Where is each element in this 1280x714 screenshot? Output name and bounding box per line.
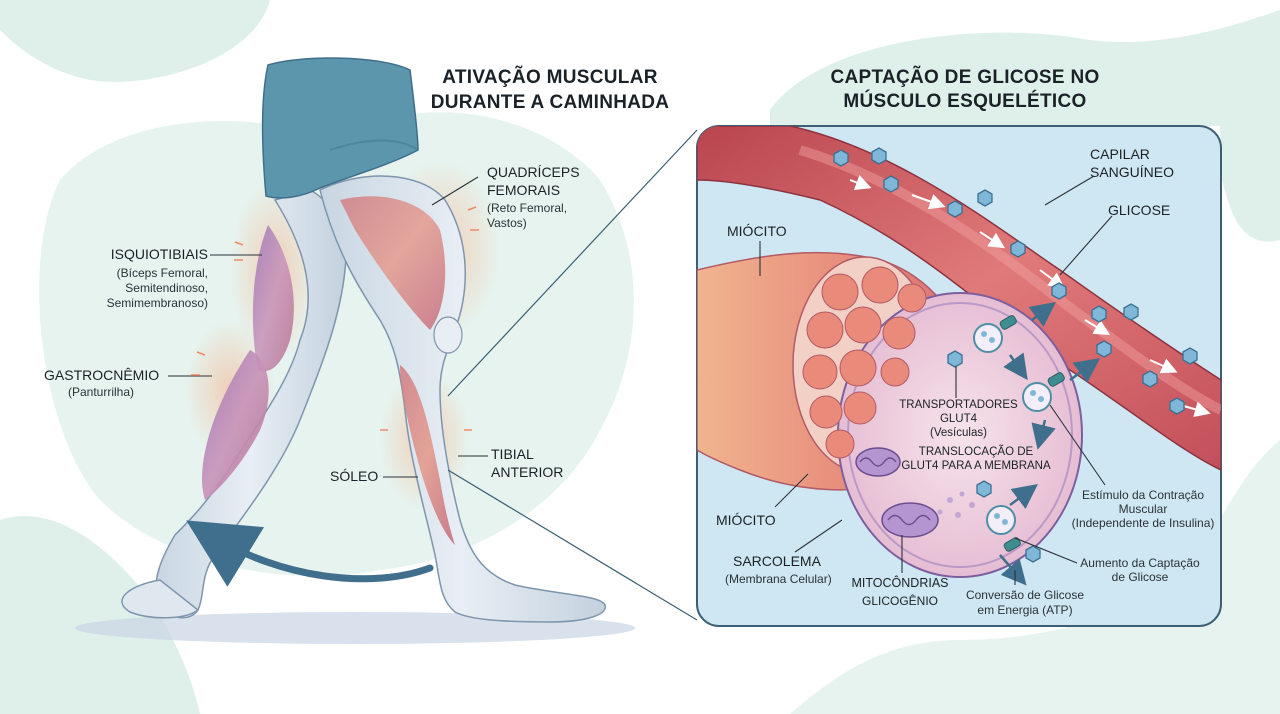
sarcolemma-label: SARCOLEMA [733,553,821,569]
glut4-label-line2: GLUT4 [939,413,978,425]
zoom-connector-lines [447,129,698,621]
conversion-label-line2: em Energia (ATP) [977,603,1073,617]
stimulus-label-line2: Muscular [1118,502,1168,516]
hamstrings-sub-line3: Semimembranoso) [106,296,208,310]
left-title-line2: DURANTE A CAMINHADA [430,92,670,113]
hamstrings-label: ISQUIOTIBIAIS [110,246,208,262]
shorts [261,57,419,199]
right-leader-lines [759,175,1113,585]
detail-panel [696,125,1222,627]
quadriceps-sub-line1: (Reto Femoral, [487,201,568,215]
left-leader-lines [168,176,488,478]
quadriceps-sub-line2: Vastos) [487,216,527,230]
front-leg [319,175,606,623]
mitochondria-label-line1: MITOCÔNDRIAS [851,576,949,590]
right-title-line2: MÚSCULO ESQUELÉTICO [843,91,1087,112]
translocation-label-line2: GLUT4 PARA A MEMBRANA [901,460,1051,472]
translocation-label-line1: TRANSLOCAÇÃO DE [918,446,1034,458]
uptake-label-line1: Aumento da Captação [1080,556,1200,570]
hamstrings-sub-line1: (Bíceps Femoral, [116,266,208,280]
right-title-line1: CAPTAÇÃO DE GLICOSE NO [830,67,1100,88]
glut4-label-line1: TRANSPORTADORES [899,399,1018,411]
gastrocnemius-label: GASTROCNÊMIO [44,367,160,383]
glycogen-label: GLICOGÊNIO [861,594,938,608]
glucose-label: GLICOSE [1108,202,1171,218]
tibialis-label-line1: TIBIAL [491,446,534,462]
capillary-label-line1: CAPILAR [1090,146,1150,162]
glut4-label-line3: (Vesículas) [930,427,987,439]
back-leg [121,189,347,619]
stimulus-label-line3: (Independente de Insulina) [1071,516,1215,530]
quadriceps-label-line1: QUADRÍCEPS [487,164,580,180]
gastrocnemius-sub: (Panturrilha) [68,385,135,399]
capillary-label-line2: SANGUÍNEO [1090,164,1175,180]
activation-ticks [191,206,479,431]
sarcolemma-sub: (Membrana Celular) [725,572,832,586]
conversion-label-line1: Conversão de Glicose [965,588,1085,602]
walking-direction-arrow [186,520,434,587]
uptake-label-line2: de Glicose [1111,570,1169,584]
left-title-line1: ATIVAÇÃO MUSCULAR [442,67,658,88]
stimulus-label-line1: Estímulo da Contração [1081,488,1205,502]
tibialis-label-line2: ANTERIOR [491,464,564,480]
myocyte-top-label: MIÓCITO [727,223,787,239]
hamstrings-sub-line2: Semitendinoso, [125,281,208,295]
myocyte-bottom-label: MIÓCITO [716,512,776,528]
soleus-label: SÓLEO [330,468,379,484]
quadriceps-label-line2: FEMORAIS [487,182,561,198]
